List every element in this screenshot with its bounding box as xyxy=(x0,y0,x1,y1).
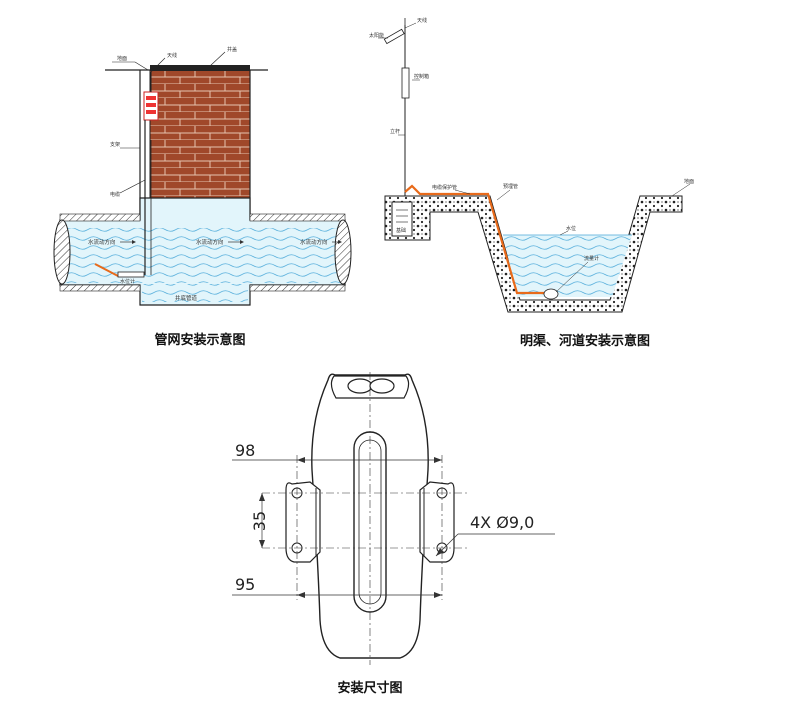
install-size-drawing: 98 35 95 4X Ø9,0 安装尺寸图 xyxy=(232,372,555,696)
label-well-bottom: 井底管道 xyxy=(175,294,198,302)
top-hole-left xyxy=(347,378,373,394)
label-gauge: 流量计 xyxy=(584,255,599,262)
channel-river-diagram: 太阳能 天线 控制箱 立杆 电缆保护管 预埋管 地面 水位 流量计 基础 明渠、… xyxy=(369,17,694,349)
channel-soil xyxy=(384,195,683,313)
cable-conduit xyxy=(404,184,546,295)
label-embedded: 预埋管 xyxy=(503,183,518,190)
label-ground-2: 地面 xyxy=(684,178,694,185)
label-flow-1: 水流动方向 xyxy=(88,238,116,246)
dim-35: 35 xyxy=(250,511,269,531)
foundation xyxy=(391,201,413,237)
dim-95: 95 xyxy=(235,575,255,594)
label-solar: 太阳能 xyxy=(369,32,384,39)
label-antenna: 天线 xyxy=(167,52,177,59)
label-base: 基础 xyxy=(396,227,406,234)
sensor-lead xyxy=(94,263,119,277)
label-water-level: 水位 xyxy=(566,225,576,232)
label-cable: 电缆 xyxy=(110,191,120,198)
caption-install-size: 安装尺寸图 xyxy=(337,680,402,696)
label-ground: 地面 xyxy=(117,55,127,62)
solar-panel xyxy=(383,28,405,45)
dim-98: 98 xyxy=(235,441,255,460)
pipe-network-diagram: 地面 天线 井盖 支架 电缆 水位计 水流动方向 水流动方向 水流动方向 井底管… xyxy=(53,46,352,348)
label-pole: 立杆 xyxy=(390,128,400,135)
well-cover xyxy=(150,65,250,71)
dim-holes: 4X Ø9,0 xyxy=(470,513,534,532)
sensor xyxy=(117,271,145,278)
label-cable-conduit: 电缆保护管 xyxy=(432,184,457,191)
mount-ear-right xyxy=(419,481,455,563)
label-antenna-2: 天线 xyxy=(417,17,427,24)
controller-box xyxy=(401,67,410,99)
pipe-end-right xyxy=(334,219,352,285)
flow-gauge xyxy=(543,288,559,300)
label-well-cover: 井盖 xyxy=(227,46,237,53)
mount-ear-left xyxy=(285,481,321,563)
caption-pipe-network: 管网安装示意图 xyxy=(154,332,245,348)
brick-wall xyxy=(149,69,251,199)
caption-channel-river: 明渠、河道安装示意图 xyxy=(520,333,650,349)
pipe-end-left xyxy=(53,219,71,285)
label-bracket: 支架 xyxy=(110,141,120,148)
label-sensor: 水位计 xyxy=(120,278,135,285)
label-flow-2: 水流动方向 xyxy=(196,238,224,246)
top-hole-right xyxy=(369,378,395,394)
label-flow-3: 水流动方向 xyxy=(300,238,328,246)
label-controller: 控制箱 xyxy=(414,73,429,80)
